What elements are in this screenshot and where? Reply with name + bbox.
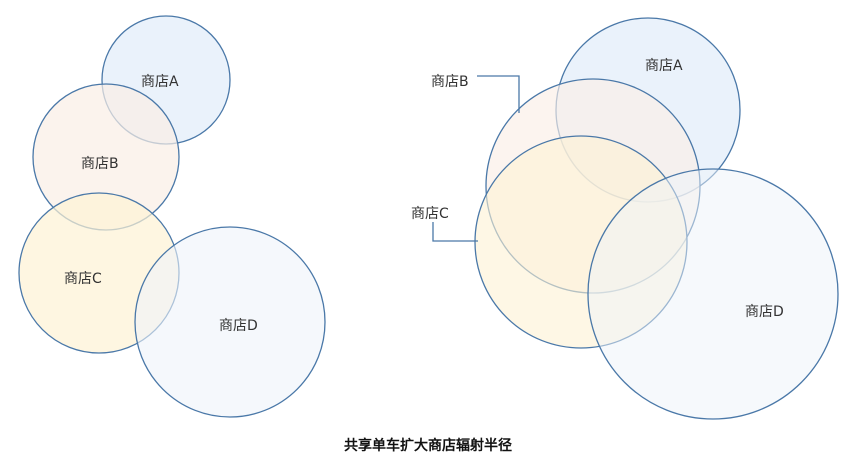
right-store-b-label: 商店B bbox=[431, 74, 469, 90]
right-store-d-circle bbox=[587, 168, 839, 420]
diagram-caption: 共享单车扩大商店辐射半径 bbox=[344, 437, 512, 454]
left-store-d-label: 商店D bbox=[219, 318, 258, 334]
right-store-c-label: 商店C bbox=[411, 206, 449, 222]
right-store-d-label: 商店D bbox=[745, 304, 784, 320]
left-store-b-label: 商店B bbox=[81, 156, 119, 172]
right-store-a-label: 商店A bbox=[645, 58, 683, 74]
right-store-c-callout-line bbox=[432, 222, 478, 242]
left-diagram: 商店A 商店B 商店C 商店D bbox=[18, 15, 326, 418]
left-store-c-label: 商店C bbox=[64, 271, 102, 287]
right-diagram: 商店A 商店B 商店C 商店D bbox=[411, 17, 839, 420]
left-store-a-label: 商店A bbox=[141, 74, 179, 90]
left-store-d-circle bbox=[134, 226, 326, 418]
right-store-b-callout-line bbox=[477, 75, 520, 113]
